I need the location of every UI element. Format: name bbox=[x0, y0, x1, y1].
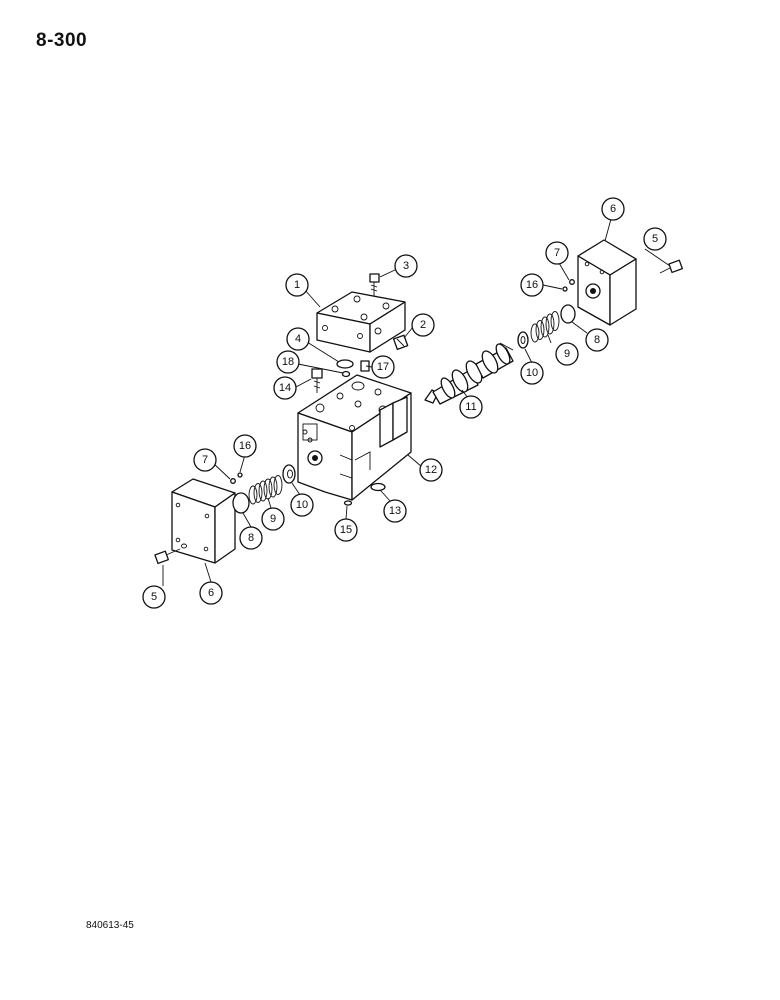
plug-part-2 bbox=[392, 334, 409, 350]
svg-text:16: 16 bbox=[526, 279, 538, 291]
plug-part-17 bbox=[360, 360, 370, 372]
callout-16-left: 16 bbox=[233, 434, 257, 458]
spring-part-9-right bbox=[530, 311, 560, 343]
washer-part-10-left bbox=[282, 464, 296, 484]
end-cap-part-6-right bbox=[577, 239, 637, 326]
callout-16-right: 16 bbox=[520, 273, 544, 297]
screw-part-5-right bbox=[659, 259, 683, 274]
callout-11: 11 bbox=[459, 395, 483, 419]
callout-1: 1 bbox=[285, 273, 309, 297]
svg-text:11: 11 bbox=[465, 401, 476, 413]
callout-15: 15 bbox=[334, 518, 358, 542]
svg-text:7: 7 bbox=[202, 454, 208, 466]
callout-17: 17 bbox=[371, 355, 395, 379]
callout-8-left: 8 bbox=[239, 526, 263, 550]
callout-10-left: 10 bbox=[290, 493, 314, 517]
seal-part-7-right bbox=[569, 279, 575, 285]
seal-part-7-left bbox=[230, 478, 236, 484]
callout-5-left: 5 bbox=[142, 585, 166, 609]
svg-text:15: 15 bbox=[340, 524, 352, 536]
svg-text:8: 8 bbox=[248, 532, 254, 544]
valve-body-part-12 bbox=[297, 374, 412, 501]
svg-text:9: 9 bbox=[270, 513, 276, 525]
callout-3: 3 bbox=[394, 254, 418, 278]
svg-text:1: 1 bbox=[294, 279, 300, 291]
callout-9-left: 9 bbox=[261, 507, 285, 531]
callout-7-left: 7 bbox=[193, 448, 217, 472]
callout-12: 12 bbox=[419, 458, 443, 482]
seal-part-15 bbox=[343, 500, 353, 506]
seal-part-16-left bbox=[237, 472, 243, 478]
spool-part-11 bbox=[424, 342, 514, 405]
cover-plate-part-1 bbox=[316, 291, 406, 353]
svg-text:13: 13 bbox=[389, 505, 401, 517]
o-ring-part-8-left bbox=[232, 492, 250, 514]
callout-10-right: 10 bbox=[520, 361, 544, 385]
callout-4: 4 bbox=[286, 327, 310, 351]
svg-text:6: 6 bbox=[208, 587, 214, 599]
svg-text:14: 14 bbox=[279, 382, 291, 394]
svg-text:10: 10 bbox=[296, 499, 308, 511]
svg-text:10: 10 bbox=[526, 367, 538, 379]
seal-part-18 bbox=[341, 370, 351, 378]
callout-13: 13 bbox=[383, 499, 407, 523]
washer-part-10-right bbox=[517, 331, 529, 349]
seal-part-16-right bbox=[562, 286, 568, 292]
callout-2: 2 bbox=[411, 313, 435, 337]
callout-9-right: 9 bbox=[555, 342, 579, 366]
spring-part-9-left bbox=[248, 475, 283, 505]
svg-text:4: 4 bbox=[295, 333, 301, 345]
svg-text:6: 6 bbox=[610, 203, 616, 215]
svg-text:3: 3 bbox=[403, 260, 409, 272]
svg-text:12: 12 bbox=[425, 464, 437, 476]
screw-part-3 bbox=[369, 273, 380, 296]
o-ring-part-4 bbox=[336, 359, 354, 369]
callout-8-right: 8 bbox=[585, 328, 609, 352]
o-ring-part-13 bbox=[370, 482, 386, 492]
callout-18: 18 bbox=[276, 350, 300, 374]
callout-5-right: 5 bbox=[643, 227, 667, 251]
figure-code: 840613-45 bbox=[86, 920, 134, 931]
svg-text:5: 5 bbox=[151, 591, 157, 603]
svg-text:16: 16 bbox=[239, 440, 251, 452]
page-number: 8-300 bbox=[36, 30, 88, 51]
svg-text:9: 9 bbox=[564, 348, 570, 360]
o-ring-part-8-right bbox=[560, 304, 576, 324]
callout-14: 14 bbox=[273, 376, 297, 400]
screw-part-14 bbox=[311, 368, 323, 393]
screw-part-5-left bbox=[154, 548, 181, 565]
leader-lines bbox=[162, 218, 671, 586]
svg-text:7: 7 bbox=[554, 247, 560, 259]
svg-text:18: 18 bbox=[282, 356, 294, 368]
end-cap-part-6-left bbox=[171, 478, 236, 564]
svg-text:17: 17 bbox=[377, 361, 389, 373]
svg-text:8: 8 bbox=[594, 334, 600, 346]
callout-6-right: 6 bbox=[601, 197, 625, 221]
svg-text:2: 2 bbox=[420, 319, 426, 331]
svg-text:5: 5 bbox=[652, 233, 658, 245]
callout-6-left: 6 bbox=[199, 581, 223, 605]
callout-7-right: 7 bbox=[545, 241, 569, 265]
